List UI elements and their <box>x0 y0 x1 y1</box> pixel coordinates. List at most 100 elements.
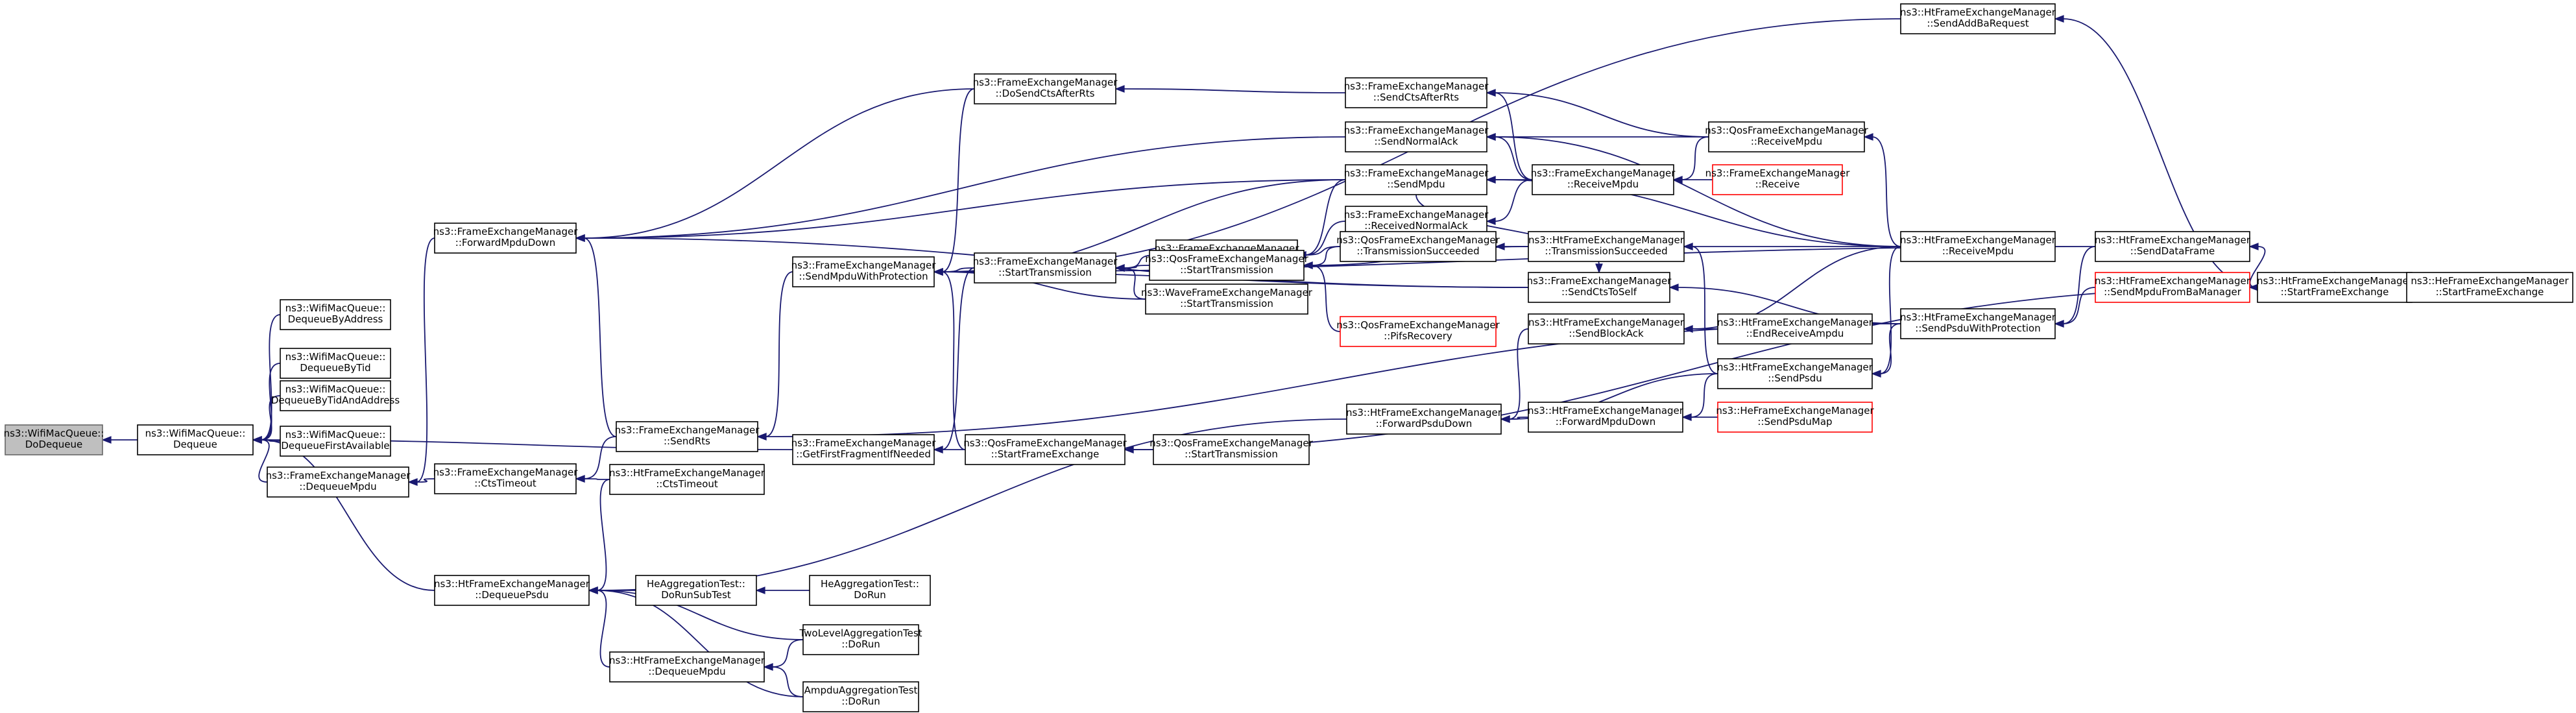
graph-node-box[interactable] <box>2095 272 2250 303</box>
graph-node-deqByAddr[interactable]: ns3::WifiMacQueue::DequeueByAddress <box>280 299 391 330</box>
graph-node-box[interactable] <box>280 299 391 330</box>
graph-node-deqFirst[interactable]: ns3::WifiMacQueue::DequeueFirstAvailable <box>280 426 391 457</box>
graph-node-box[interactable] <box>1145 284 1308 315</box>
graph-node-box[interactable] <box>1717 358 1873 389</box>
graph-node-heSendPsduMap[interactable]: ns3::HeFrameExchangeManager::SendPsduMap <box>1716 402 1874 433</box>
graph-node-box[interactable] <box>609 464 765 495</box>
graph-node-deqByTid[interactable]: ns3::WifiMacQueue::DequeueByTid <box>280 348 391 379</box>
graph-node-fxmGetFirstFrag[interactable]: ns3::FrameExchangeManager::GetFirstFragm… <box>791 434 937 465</box>
graph-node-htDequeuePsdu[interactable]: ns3::HtFrameExchangeManager::DequeuePsdu <box>434 575 590 606</box>
graph-node-box[interactable] <box>1532 164 1674 195</box>
graph-node-box[interactable] <box>1340 316 1497 347</box>
graph-node-htSendDataFrame[interactable]: ns3::HtFrameExchangeManager::SendDataFra… <box>2095 231 2251 262</box>
graph-node-htStartFx[interactable]: ns3::HtFrameExchangeManager::StartFrameE… <box>2257 272 2413 303</box>
graph-node-box[interactable] <box>1717 402 1873 433</box>
graph-node-fxmForwardMpdu[interactable]: ns3::FrameExchangeManager::ForwardMpduDo… <box>433 223 579 254</box>
graph-node-box[interactable] <box>1149 250 1305 281</box>
graph-node-ampdu[interactable]: AmpduAggregationTest::DoRun <box>802 681 919 712</box>
call-edge-arrowhead <box>2054 15 2064 23</box>
graph-node-root[interactable]: ns3::WifiMacQueue::DoDequeue <box>4 424 104 455</box>
graph-node-fxmRecvMpdu[interactable]: ns3::FrameExchangeManager::ReceiveMpdu <box>1531 164 1676 195</box>
graph-node-box[interactable] <box>1346 404 1502 435</box>
graph-node-box[interactable] <box>1340 231 1497 262</box>
graph-node-box[interactable] <box>1708 121 1865 152</box>
graph-node-deqByTidAddr[interactable]: ns3::WifiMacQueue::DequeueByTidAndAddres… <box>271 380 400 411</box>
graph-node-htSendBlockAck[interactable]: ns3::HtFrameExchangeManager::SendBlockAc… <box>1528 313 1685 344</box>
graph-node-qosRecvMpdu[interactable]: ns3::QosFrameExchangeManager::ReceiveMpd… <box>1705 121 1869 152</box>
graph-node-box[interactable] <box>609 651 765 683</box>
graph-node-fxmStartTx[interactable]: ns3::FrameExchangeManager::StartTransmis… <box>973 252 1118 284</box>
graph-node-box[interactable] <box>792 434 935 465</box>
graph-node-box[interactable] <box>137 424 254 455</box>
graph-node-box[interactable] <box>267 466 409 498</box>
graph-node-heAggSub[interactable]: HeAggregationTest::DoRunSubTest <box>635 575 757 606</box>
graph-node-box[interactable] <box>280 380 391 411</box>
graph-node-htDequeueMpdu[interactable]: ns3::HtFrameExchangeManager::DequeueMpdu <box>609 651 765 683</box>
graph-node-fxmDequeueMpdu[interactable]: ns3::FrameExchangeManager::DequeueMpdu <box>266 466 411 498</box>
graph-node-qosStartTx2[interactable]: ns3::QosFrameExchangeManager::StartTrans… <box>1150 434 1314 465</box>
graph-node-qosTxSucc[interactable]: ns3::QosFrameExchangeManager::Transmissi… <box>1336 231 1500 262</box>
graph-node-heAggRun[interactable]: HeAggregationTest::DoRun <box>809 575 931 606</box>
graph-node-htTxSucc[interactable]: ns3::HtFrameExchangeManager::Transmissio… <box>1528 231 1685 262</box>
graph-node-htForwardPsdu[interactable]: ns3::HtFrameExchangeManager::ForwardPsdu… <box>1346 404 1502 435</box>
graph-node-box[interactable] <box>434 575 590 606</box>
graph-node-qosStartFx[interactable]: ns3::QosFrameExchangeManager::StartFrame… <box>963 434 1127 465</box>
graph-node-box[interactable] <box>616 421 758 452</box>
call-edge <box>1311 246 1341 266</box>
graph-node-box[interactable] <box>434 223 577 254</box>
graph-node-fxmCtsTimeout[interactable]: ns3::FrameExchangeManager::CtsTimeout <box>433 463 579 494</box>
graph-node-box[interactable] <box>1900 308 2056 339</box>
graph-node-box[interactable] <box>1717 313 1873 344</box>
graph-node-htSendPsdu[interactable]: ns3::HtFrameExchangeManager::SendPsdu <box>1717 358 1873 389</box>
graph-node-box[interactable] <box>1528 402 1683 433</box>
graph-node-htRecvMpdu[interactable]: ns3::HtFrameExchangeManager::ReceiveMpdu <box>1900 231 2056 262</box>
graph-node-box[interactable] <box>635 575 757 606</box>
graph-node-fxmSendCtsSelf[interactable]: ns3::FrameExchangeManager::SendCtsToSelf <box>1527 272 1672 303</box>
graph-node-label: ::DoRun <box>841 695 880 707</box>
graph-node-fxmSendCtsAfter[interactable]: ns3::FrameExchangeManager::SendCtsAfterR… <box>1344 77 1489 108</box>
graph-node-box[interactable] <box>280 348 391 379</box>
graph-node-box[interactable] <box>974 252 1116 284</box>
graph-node-label: ns3::FrameExchangeManager <box>433 466 579 478</box>
graph-node-fxmSendMpdu[interactable]: ns3::FrameExchangeManager::SendMpdu <box>1344 164 1489 195</box>
graph-node-box[interactable] <box>1528 231 1685 262</box>
graph-node-box[interactable] <box>1528 313 1685 344</box>
graph-node-box[interactable] <box>280 426 391 457</box>
graph-node-box[interactable] <box>5 424 103 455</box>
graph-node-fxmReceive[interactable]: ns3::FrameExchangeManager::Receive <box>1705 164 1851 195</box>
graph-node-htSendAddBa[interactable]: ns3::HtFrameExchangeManager::SendAddBaRe… <box>1900 3 2056 34</box>
graph-node-htSendMpduFromBa[interactable]: ns3::HtFrameExchangeManager::SendMpduFro… <box>2095 272 2251 303</box>
graph-node-box[interactable] <box>792 256 935 287</box>
graph-node-box[interactable] <box>1345 77 1487 108</box>
graph-node-box[interactable] <box>2406 272 2573 303</box>
graph-node-fxmSendNormalAck[interactable]: ns3::FrameExchangeManager::SendNormalAck <box>1344 121 1489 152</box>
graph-node-box[interactable] <box>1900 3 2056 34</box>
graph-node-box[interactable] <box>1345 164 1487 195</box>
graph-node-fxmSendRts[interactable]: ns3::FrameExchangeManager::SendRts <box>615 421 760 452</box>
graph-node-dequeue[interactable]: ns3::WifiMacQueue::Dequeue <box>137 424 254 455</box>
graph-node-box[interactable] <box>1345 121 1487 152</box>
graph-node-box[interactable] <box>802 624 919 655</box>
graph-node-box[interactable] <box>802 681 919 712</box>
graph-node-box[interactable] <box>809 575 931 606</box>
graph-node-box[interactable] <box>1712 164 1843 195</box>
graph-node-box[interactable] <box>2095 231 2250 262</box>
graph-node-htSendPsduProt[interactable]: ns3::HtFrameExchangeManager::SendPsduWit… <box>1900 308 2056 339</box>
graph-node-box[interactable] <box>965 434 1125 465</box>
graph-node-box[interactable] <box>974 73 1116 104</box>
graph-node-htEndRecvAmpdu[interactable]: ns3::HtFrameExchangeManager::EndReceiveA… <box>1717 313 1873 344</box>
graph-node-heStartFx[interactable]: ns3::HeFrameExchangeManager::StartFrameE… <box>2406 272 2573 303</box>
graph-node-htForwardMpdu[interactable]: ns3::HtFrameExchangeManager::ForwardMpdu… <box>1528 402 1684 433</box>
graph-node-fxmSendMpduProt[interactable]: ns3::FrameExchangeManager::SendMpduWithP… <box>791 256 937 287</box>
graph-node-box[interactable] <box>2257 272 2413 303</box>
graph-node-box[interactable] <box>1900 231 2056 262</box>
graph-node-waveStartTx[interactable]: ns3::WaveFrameExchangeManager::StartTran… <box>1141 284 1313 315</box>
graph-node-box[interactable] <box>1528 272 1670 303</box>
graph-node-htCtsTimeout[interactable]: ns3::HtFrameExchangeManager::CtsTimeout <box>609 464 765 495</box>
graph-node-qosStartTx[interactable]: ns3::QosFrameExchangeManager::StartTrans… <box>1145 250 1309 281</box>
graph-node-box[interactable] <box>1153 434 1310 465</box>
graph-node-fxmDoSendCts[interactable]: ns3::FrameExchangeManager::DoSendCtsAfte… <box>973 73 1118 104</box>
graph-node-twoLevel[interactable]: TwoLevelAggregationTest::DoRun <box>799 624 922 655</box>
graph-node-qosPifs[interactable]: ns3::QosFrameExchangeManager::PifsRecove… <box>1336 316 1500 347</box>
graph-node-box[interactable] <box>434 463 577 494</box>
